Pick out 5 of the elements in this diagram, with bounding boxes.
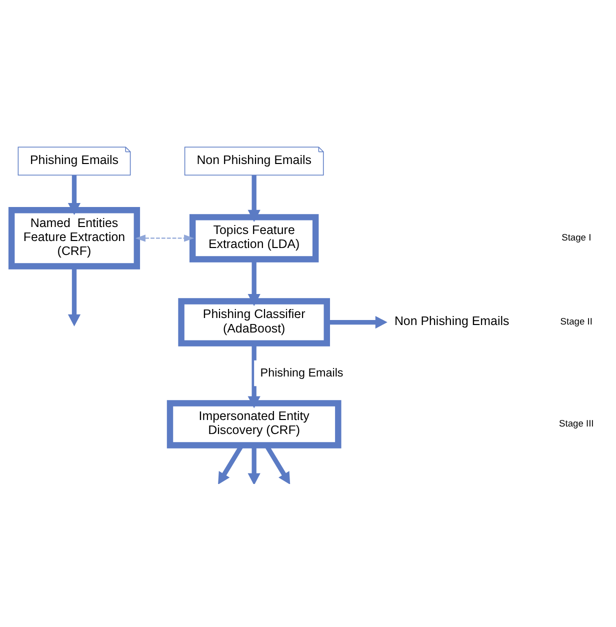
node-text: Non Phishing Emails [394,314,510,328]
label: Stage I [562,232,592,242]
label: Stage II [560,316,592,326]
edge-label: Phishing Emails [260,366,344,379]
label: Stage III [559,418,594,428]
